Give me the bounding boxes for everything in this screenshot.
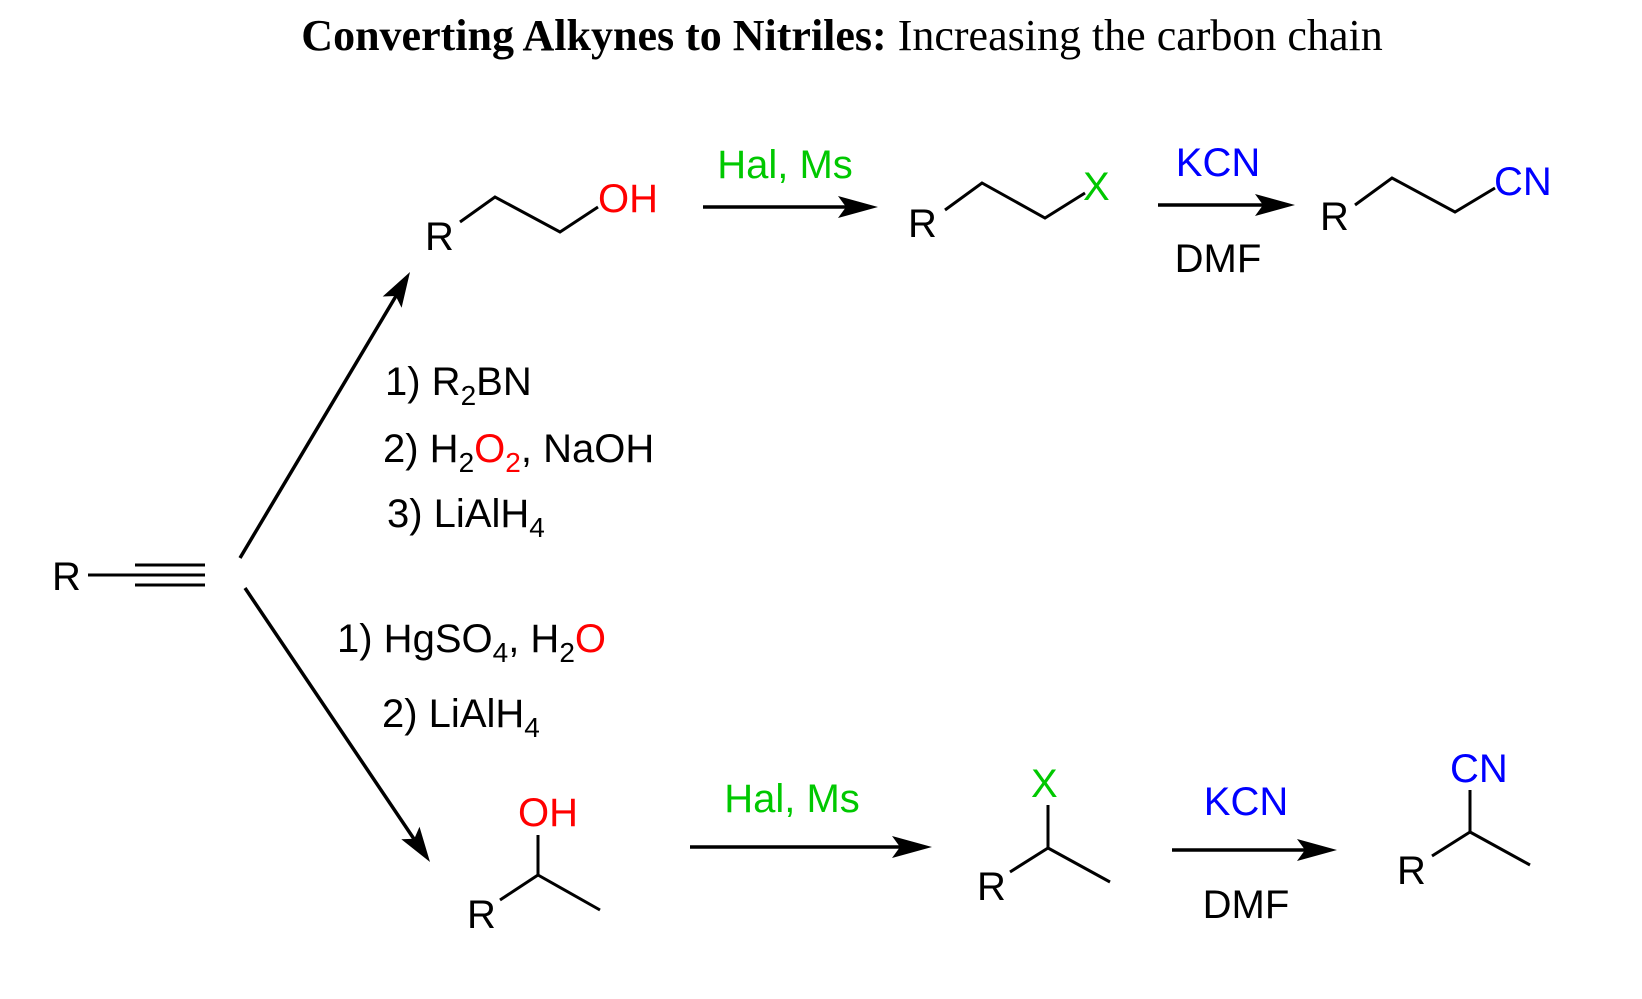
- reagent-label: Hal, Ms: [724, 777, 860, 821]
- arrow-down-hydration: [243, 587, 430, 862]
- r-group-label: R: [425, 215, 454, 259]
- leaving-group-label: X: [1031, 762, 1058, 806]
- r-group-label: R: [908, 202, 937, 246]
- primary-halide: R X: [908, 165, 1110, 246]
- nitrile-label: CN: [1494, 160, 1552, 204]
- r-group-label: R: [1397, 849, 1426, 893]
- condition-step-1: 1) HgSO4, H2O: [337, 617, 606, 668]
- r-group-label: R: [977, 865, 1006, 909]
- bottom-conditions: 1) HgSO4, H2O 2) LiAlH4: [337, 617, 606, 743]
- secondary-halide: X R: [977, 762, 1111, 909]
- primary-alcohol: R OH: [425, 177, 658, 259]
- secondary-nitrile: CN R: [1397, 747, 1531, 893]
- condition-step-1: 1) R2BN: [385, 360, 532, 411]
- solvent-label: DMF: [1175, 237, 1262, 281]
- condition-step-2: 2) H2O2, NaOH: [383, 427, 654, 478]
- arrow-top-1: Hal, Ms: [703, 143, 878, 218]
- arrow-up-hydroboration: [238, 272, 410, 559]
- leaving-group-label: X: [1083, 165, 1110, 209]
- r-group-label: R: [1320, 195, 1349, 239]
- reagent-label: KCN: [1176, 141, 1260, 185]
- condition-step-3: 3) LiAlH4: [387, 492, 545, 543]
- arrow-bottom-2: KCN DMF: [1172, 780, 1337, 927]
- solvent-label: DMF: [1203, 883, 1290, 927]
- reagent-label: Hal, Ms: [717, 143, 853, 187]
- r-group-label: R: [467, 893, 496, 937]
- nitrile-label: CN: [1450, 747, 1508, 791]
- condition-step-2: 2) LiAlH4: [382, 692, 540, 743]
- hydroxyl-label: OH: [518, 791, 578, 835]
- r-group-label: R: [52, 555, 81, 599]
- reagent-label: KCN: [1204, 780, 1288, 824]
- secondary-alcohol: OH R: [467, 791, 601, 937]
- primary-nitrile: R CN: [1320, 160, 1552, 239]
- arrow-top-2: KCN DMF: [1158, 141, 1295, 281]
- top-conditions: 1) R2BN 2) H2O2, NaOH 3) LiAlH4: [383, 360, 654, 543]
- terminal-alkyne: R: [52, 555, 205, 599]
- diagram-title: Converting Alkynes to Nitriles: Increasi…: [301, 11, 1382, 60]
- arrow-bottom-1: Hal, Ms: [690, 777, 932, 858]
- hydroxyl-label: OH: [598, 177, 658, 221]
